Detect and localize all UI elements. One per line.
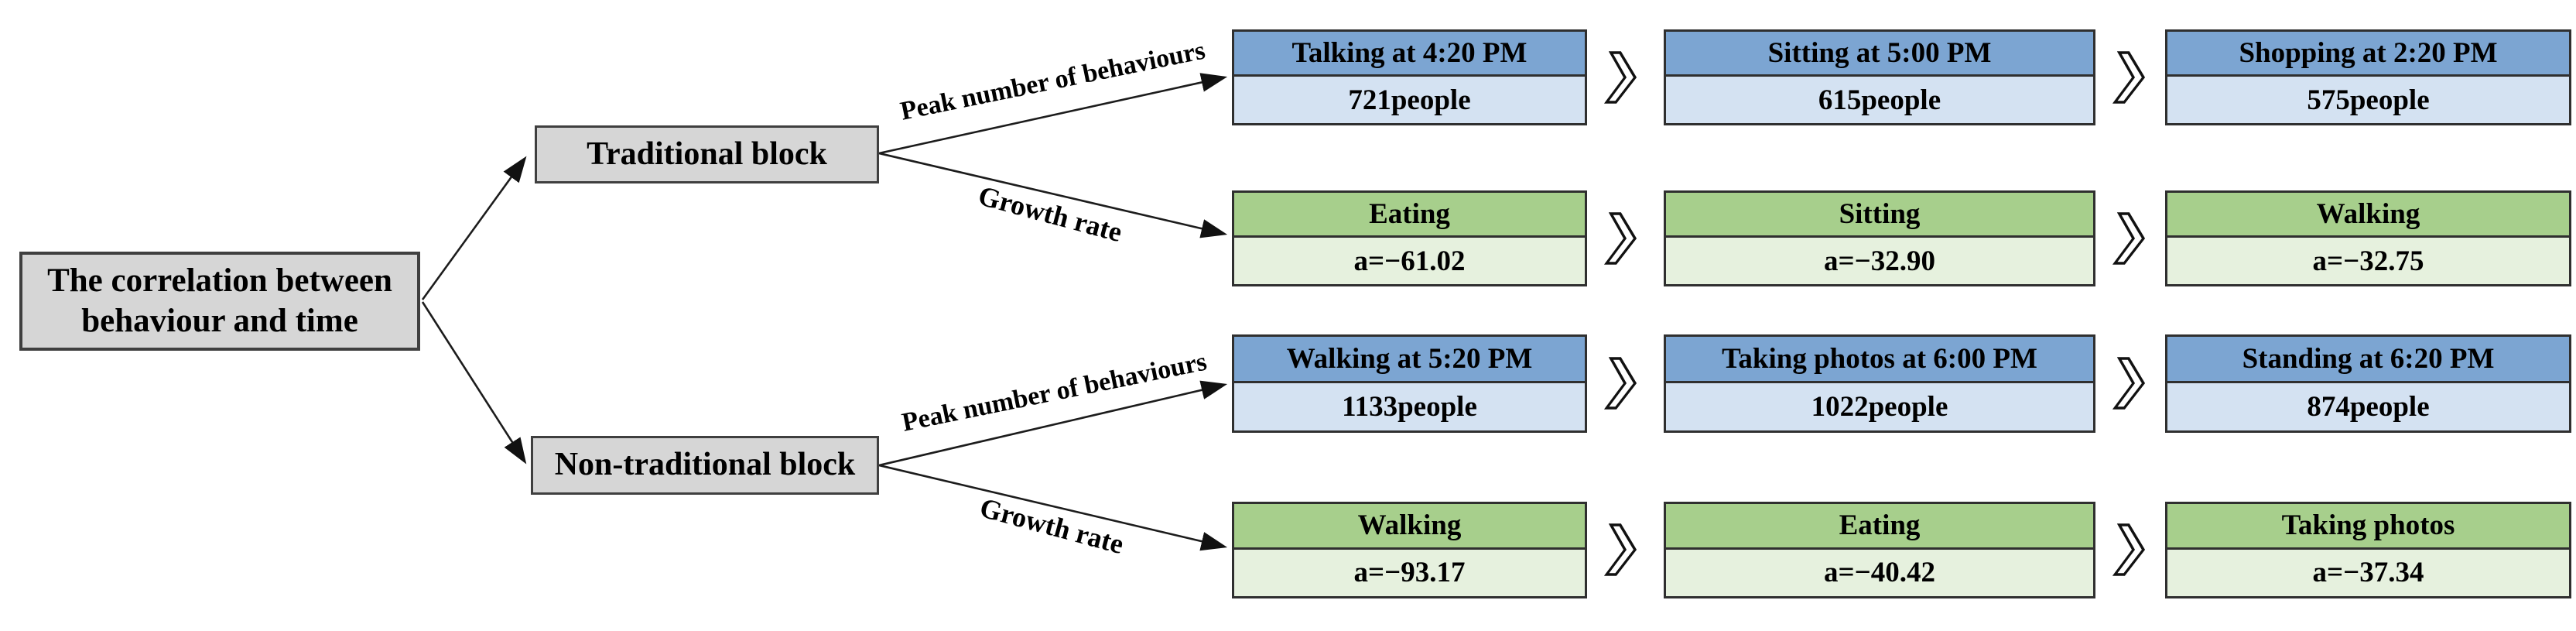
chain-box: Standing at 6:20 PM 874people <box>2165 334 2571 433</box>
chain-box: Shopping at 2:20 PM 575people <box>2165 29 2571 125</box>
chain-box-title: Walking <box>1234 504 1585 547</box>
chain-box: Talking at 4:20 PM 721people <box>1232 29 1587 125</box>
chain-box: Eating a=−61.02 <box>1232 190 1587 286</box>
chain-box-title: Eating <box>1666 504 2093 547</box>
arrow-traditional-growth <box>878 152 1228 238</box>
chain-box-value: a=−40.42 <box>1666 547 2093 596</box>
chain-box-title: Eating <box>1234 193 1585 236</box>
chain-box-title: Standing at 6:20 PM <box>2167 337 2569 381</box>
chain-box-title: Walking <box>2167 193 2569 236</box>
chain-box-value: a=−32.75 <box>2167 235 2569 284</box>
arrow-traditional-peak <box>878 73 1228 155</box>
chevron-icon <box>1603 357 1637 410</box>
chain-box-value: 1022people <box>1666 380 2093 430</box>
chain-box: Taking photos at 6:00 PM 1022people <box>1664 334 2095 433</box>
chain-box-title: Sitting <box>1666 193 2093 236</box>
chain-box: Taking photos a=−37.34 <box>2165 502 2571 598</box>
chain-box-value: a=−61.02 <box>1234 235 1585 284</box>
chain-box: Walking a=−32.75 <box>2165 190 2571 286</box>
arrow-non-traditional-peak <box>878 380 1228 467</box>
arrow-root-to-non-traditional <box>421 301 527 465</box>
chain-box-title: Sitting at 5:00 PM <box>1666 32 2093 75</box>
chain-box-value: 575people <box>2167 74 2569 123</box>
arrow-non-traditional-growth <box>878 464 1228 551</box>
chevron-icon <box>1603 523 1637 576</box>
chain-box-title: Taking photos at 6:00 PM <box>1666 337 2093 381</box>
chain-box: Walking at 5:20 PM 1133people <box>1232 334 1587 433</box>
chevron-icon <box>2112 523 2146 576</box>
chain-box: Sitting at 5:00 PM 615people <box>1664 29 2095 125</box>
chain-box-title: Walking at 5:20 PM <box>1234 337 1585 381</box>
chevron-icon <box>2112 357 2146 410</box>
chevron-icon <box>2112 51 2146 104</box>
chevron-icon <box>1603 212 1637 265</box>
chain-box: Sitting a=−32.90 <box>1664 190 2095 286</box>
arrow-root-to-traditional <box>421 156 527 300</box>
chain-box-title: Taking photos <box>2167 504 2569 547</box>
chain-box-value: a=−37.34 <box>2167 547 2569 596</box>
chain-box: Walking a=−93.17 <box>1232 502 1587 598</box>
chevron-icon <box>2112 212 2146 265</box>
chain-box-value: a=−32.90 <box>1666 235 2093 284</box>
chain-box-value: 615people <box>1666 74 2093 123</box>
root-node: The correlation between behaviour and ti… <box>19 252 420 351</box>
chain-box-title: Shopping at 2:20 PM <box>2167 32 2569 75</box>
chain-box-value: 721people <box>1234 74 1585 123</box>
branch-node-non-traditional: Non-traditional block <box>531 436 879 495</box>
chain-box-value: 1133people <box>1234 380 1585 430</box>
chevron-icon <box>1603 51 1637 104</box>
chain-box-title: Talking at 4:20 PM <box>1234 32 1585 75</box>
chain-box-value: 874people <box>2167 380 2569 430</box>
branch-node-traditional: Traditional block <box>535 125 879 183</box>
chain-box-value: a=−93.17 <box>1234 547 1585 596</box>
chain-box: Eating a=−40.42 <box>1664 502 2095 598</box>
